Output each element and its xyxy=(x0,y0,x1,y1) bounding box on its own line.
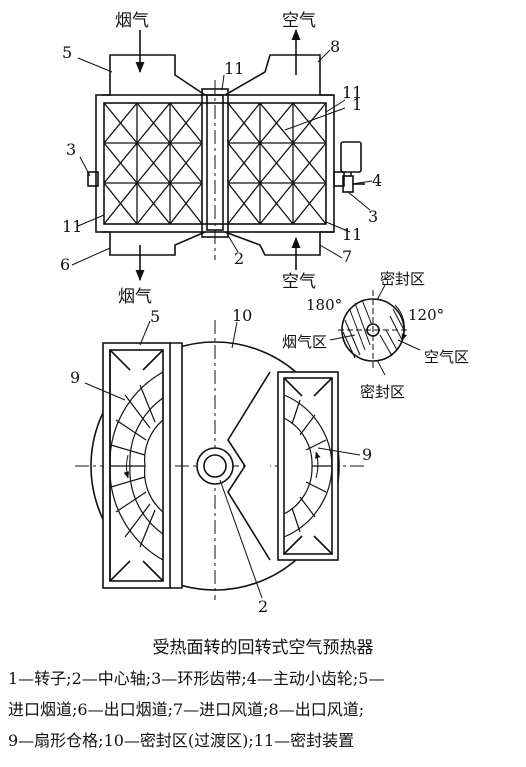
num-11-right: 11 xyxy=(342,83,362,102)
legend-line-1: 1—转子;2—中心轴;3—环形齿带;4—主动小齿轮;5— xyxy=(8,669,385,688)
num-3-right: 3 xyxy=(368,207,378,226)
num-2-top: 2 xyxy=(234,249,244,268)
seal-plate-right xyxy=(227,371,271,561)
num-3-left: 3 xyxy=(66,140,76,159)
zone-flue: 烟气区 xyxy=(282,333,327,351)
hub xyxy=(196,447,234,485)
zone-angle-180: 180° xyxy=(306,296,342,314)
ring-gear-left xyxy=(87,171,99,187)
label-flue-top: 烟气 xyxy=(115,11,149,31)
num-8: 8 xyxy=(330,37,340,56)
inlet-flue-duct xyxy=(102,54,206,96)
zone-angle-120: 120° xyxy=(408,306,444,324)
label-flue-bottom: 烟气 xyxy=(118,287,152,307)
num-7: 7 xyxy=(342,247,352,266)
ring-gear-right xyxy=(333,171,345,187)
legend-line-3: 9—扇形仓格;10—密封区(过渡区);11—密封装置 xyxy=(8,731,355,750)
num-11-top: 11 xyxy=(224,59,244,78)
preheater-diagram: 烟气 空气 烟气 空气 5 8 11 11 1 3 4 3 11 2 11 6 … xyxy=(60,11,469,616)
num-5-bottom: 5 xyxy=(150,307,160,326)
num-2-bottom: 2 xyxy=(258,597,268,616)
label-air-top: 空气 xyxy=(282,11,316,31)
num-9-left: 9 xyxy=(70,368,80,387)
num-4: 4 xyxy=(372,171,382,190)
num-11-left: 11 xyxy=(62,217,82,236)
num-1: 1 xyxy=(352,95,362,114)
num-5-top: 5 xyxy=(62,43,72,62)
label-air-bottom: 空气 xyxy=(282,272,316,292)
zone-seal-bottom: 密封区 xyxy=(360,383,405,401)
zone-seal-top: 密封区 xyxy=(380,270,425,288)
legend-line-2: 进口烟道;6—出口烟道;7—进口风道;8—出口风道; xyxy=(8,700,365,719)
legend: 1—转子;2—中心轴;3—环形齿带;4—主动小齿轮;5— 进口烟道;6—出口烟道… xyxy=(8,663,523,756)
seal-plate-left xyxy=(170,342,183,589)
figure-caption: 受热面转的回转式空气预热器 xyxy=(152,638,374,658)
num-6: 6 xyxy=(60,255,70,274)
outlet-flue-duct xyxy=(102,231,206,256)
drive-motor xyxy=(340,141,362,173)
num-9-right: 9 xyxy=(362,445,372,464)
num-10: 10 xyxy=(232,306,252,325)
zone-air: 空气区 xyxy=(424,348,469,366)
num-11-bottom: 11 xyxy=(342,225,362,244)
